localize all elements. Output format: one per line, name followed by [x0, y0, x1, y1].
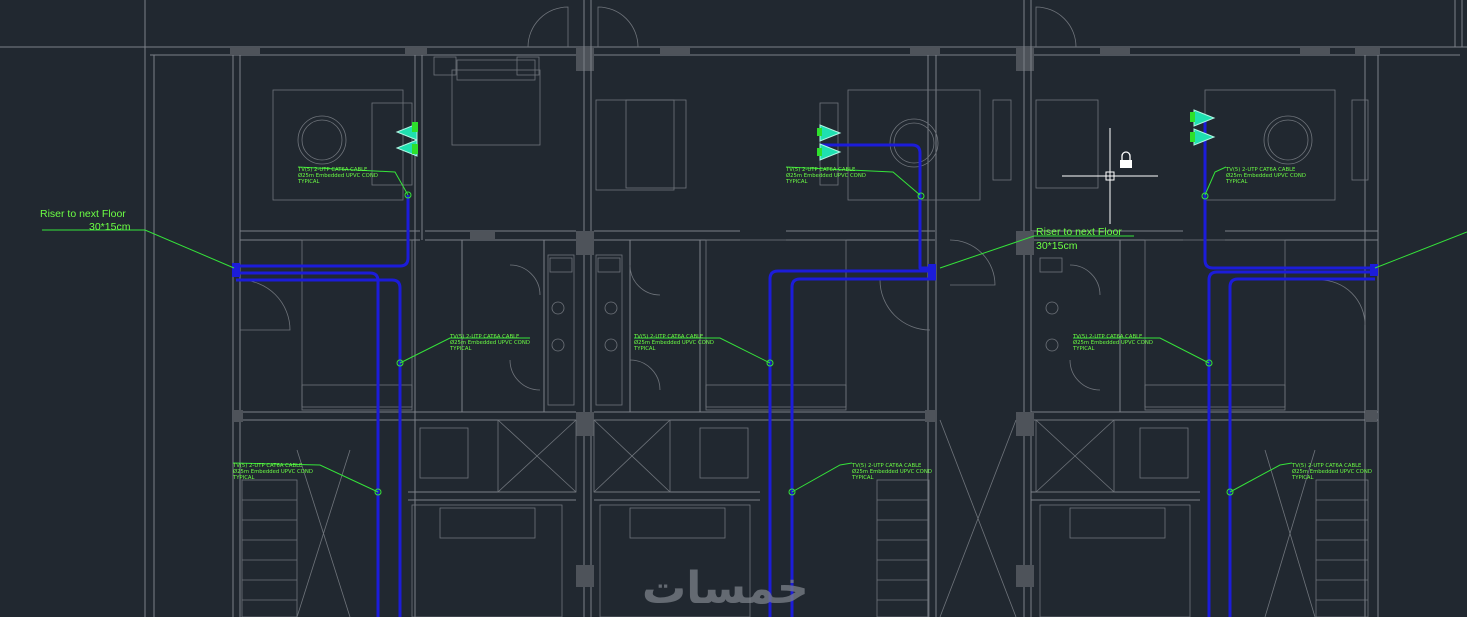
cable-note-line3: TYPICAL [785, 179, 808, 185]
cable-note-line3: TYPICAL [232, 475, 255, 481]
cable-note-line3: TYPICAL [851, 475, 874, 481]
riser-label-1-line2: 30*15cm [89, 221, 131, 233]
cable-note-line1: TV(5) 2-UTP CAT6A CABLE [851, 463, 922, 469]
cable-note-line3: TYPICAL [449, 346, 472, 352]
cable-note: TV(5) 2-UTP CAT6A CABLE Ø25m Embedded UP… [851, 463, 932, 481]
cable-note-line3: TYPICAL [297, 179, 320, 185]
tv-outlets [395, 109, 1216, 161]
cable-note-line1: TV(5) 2-UTP CAT6A CABLE [1225, 167, 1296, 173]
tv-outlet-icon [395, 122, 418, 157]
cable-note-line2: Ø25m Embedded UPVC COND [1073, 339, 1153, 346]
riser-label-1-line1: Riser to next Floor [40, 208, 126, 220]
cable-note: TV(5) 2-UTP CAT6A CABLE Ø25m Embedded UP… [232, 463, 313, 481]
cable-note: TV(5) 2-UTP CAT6A CABLE Ø25m Embedded UP… [1291, 463, 1372, 481]
tv-outlet-icon [1190, 109, 1216, 146]
cable-note-line2: Ø25m Embedded UPVC COND [1226, 172, 1306, 179]
cable-note: TV(5) 2-UTP CAT6A CABLE Ø25m Embedded UP… [449, 334, 530, 352]
cable-note-line1: TV(5) 2-UTP CAT6A CABLE [297, 167, 368, 173]
cable-note-line2: Ø25m Embedded UPVC COND [233, 468, 313, 475]
cable-note-line1: TV(5) 2-UTP CAT6A CABLE [633, 334, 704, 340]
tv-outlet-icon [817, 124, 842, 161]
riser-marker-icon [1370, 264, 1378, 276]
riser-marker-icon [232, 263, 240, 277]
cable-note-line2: Ø25m Embedded UPVC COND [450, 339, 530, 346]
crosshair-cursor-icon [1062, 128, 1158, 224]
cable-note: TV(5) 2-UTP CAT6A CABLE Ø25m Embedded UP… [1225, 167, 1306, 185]
cable-note-line2: Ø25m Embedded UPVC COND [634, 339, 714, 346]
cable-note: TV(5) 2-UTP CAT6A CABLE Ø25m Embedded UP… [297, 167, 378, 185]
cable-note-line3: TYPICAL [1291, 475, 1314, 481]
cable-note-line1: TV(5) 2-UTP CAT6A CABLE [449, 334, 520, 340]
cable-note-line1: TV(5) 2-UTP CAT6A CABLE [1072, 334, 1143, 340]
cable-note-line2: Ø25m Embedded UPVC COND [298, 172, 378, 179]
cable-note-line1: TV(5) 2-UTP CAT6A CABLE [785, 167, 856, 173]
cable-note: TV(5) 2-UTP CAT6A CABLE Ø25m Embedded UP… [633, 334, 714, 352]
cable-note-line2: Ø25m Embedded UPVC COND [786, 172, 866, 179]
cable-note-line3: TYPICAL [633, 346, 656, 352]
lock-icon [1120, 151, 1132, 168]
riser-label-2-line1: Riser to next Floor [1036, 226, 1122, 238]
furniture [241, 56, 1369, 617]
cable-note-line3: TYPICAL [1225, 179, 1248, 185]
riser-marker-icon [928, 264, 936, 278]
cable-note: TV(5) 2-UTP CAT6A CABLE Ø25m Embedded UP… [1072, 334, 1153, 352]
cable-note-line3: TYPICAL [1072, 346, 1095, 352]
cable-note-line1: TV(5) 2-UTP CAT6A CABLE [1291, 463, 1362, 469]
cable-note: TV(5) 2-UTP CAT6A CABLE Ø25m Embedded UP… [785, 167, 866, 185]
cable-note-line2: Ø25m Embedded UPVC COND [852, 468, 932, 475]
annotation-leaders [42, 166, 1467, 496]
watermark-logo: خمسات [642, 563, 809, 614]
cable-note-line1: TV(5) 2-UTP CAT6A CABLE [232, 463, 303, 469]
utp-cable-runs [232, 118, 1378, 617]
riser-label-2-line2: 30*15cm [1036, 240, 1078, 252]
cable-note-line2: Ø25m Embedded UPVC COND [1292, 468, 1372, 475]
